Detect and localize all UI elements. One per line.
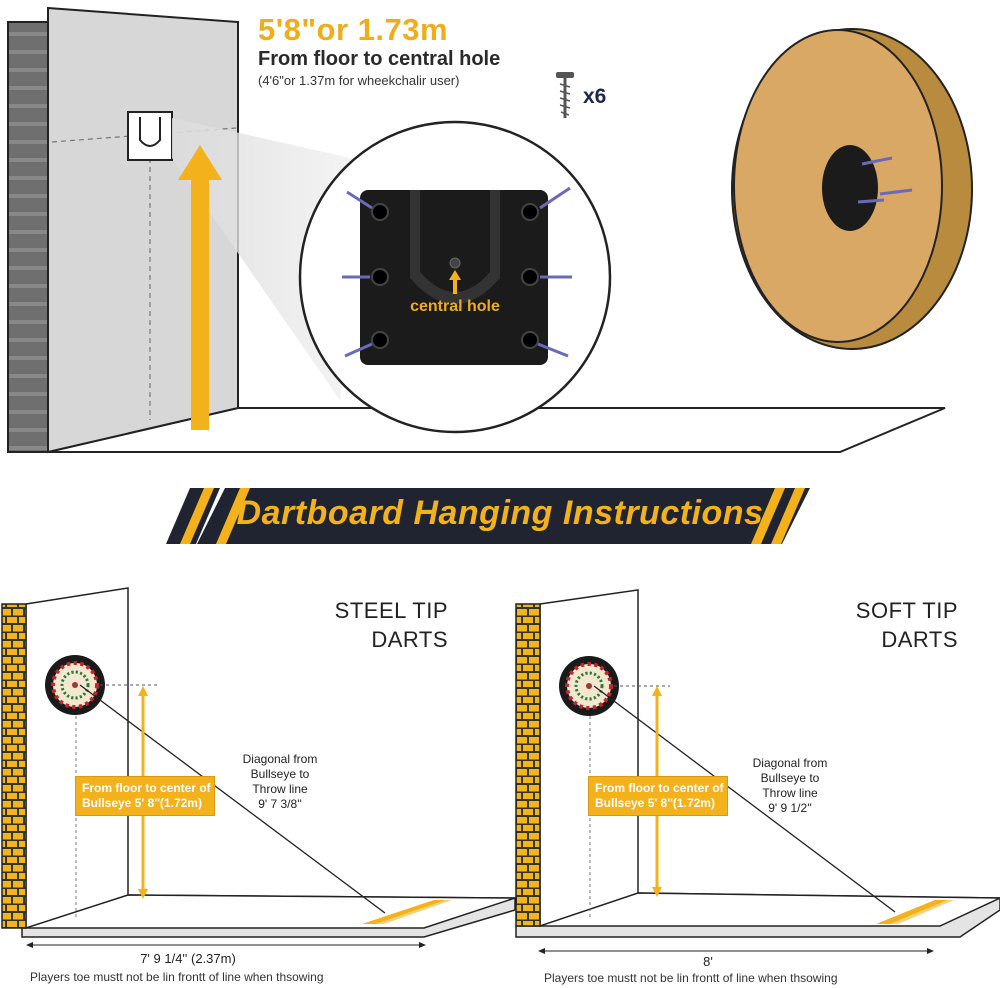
dartboard-steel <box>45 655 105 715</box>
diag-line: Diagonal from <box>752 756 828 770</box>
diag-line: 9' 9 1/2'' <box>768 801 812 815</box>
floor-line: From floor to center of <box>595 781 724 795</box>
soft-tip-type: SOFT TIP DARTS <box>800 596 958 654</box>
type-line: SOFT TIP <box>855 598 958 623</box>
diag-line: Bullseye to <box>250 767 310 781</box>
steel-floor-label: From floor to center of Bullseye 5' 8''(… <box>75 776 215 816</box>
steel-diagonal-label: Diagonal from Bullseye to Throw line 9' … <box>225 752 335 812</box>
steel-tip-scene <box>1 587 516 948</box>
type-line: DARTS <box>371 627 448 652</box>
height-arrow-head <box>178 145 222 180</box>
mount-height: 5'8"or 1.73m <box>258 12 449 47</box>
diag-line: Diagonal from <box>242 752 318 766</box>
diag-line: Bullseye to <box>760 771 820 785</box>
banner-title: Dartboard Hanging Instructions <box>236 494 764 532</box>
type-line: STEEL TIP <box>334 598 448 623</box>
bracket-magnifier <box>298 120 612 434</box>
floor-line: From floor to center of <box>82 781 211 795</box>
type-line: DARTS <box>881 627 958 652</box>
soft-distance: 8' <box>703 954 713 969</box>
steel-tip-type: STEEL TIP DARTS <box>290 596 448 654</box>
title-banner <box>166 488 810 544</box>
diag-line: Throw line <box>762 786 818 800</box>
soft-warning: Players toe mustt not be lin frontt of l… <box>544 971 838 985</box>
steel-distance: 7' 9 1/4'' (2.37m) <box>140 951 236 966</box>
floor-line: Bullseye 5' 8''(1.72m) <box>82 796 202 810</box>
screw-count: x6 <box>583 85 607 108</box>
soft-diagonal-label: Diagonal from Bullseye to Throw line 9' … <box>735 756 845 816</box>
floor-line: Bullseye 5' 8''(1.72m) <box>595 796 715 810</box>
dartboard-back <box>731 28 973 350</box>
screw-icon <box>556 72 574 118</box>
height-arrow-shaft <box>191 176 209 430</box>
wheelchair-note: (4'6"or 1.37m for wheekchalir user) <box>258 73 460 88</box>
diag-line: 9' 7 3/8'' <box>258 797 302 811</box>
steel-warning: Players toe mustt not be lin frontt of l… <box>30 970 324 984</box>
soft-tip-scene <box>515 589 1000 954</box>
dartboard-soft <box>559 656 619 716</box>
diag-line: Throw line <box>252 782 308 796</box>
soft-floor-label: From floor to center of Bullseye 5' 8''(… <box>588 776 728 816</box>
central-hole-label: central hole <box>410 298 500 315</box>
mount-height-subtitle: From floor to central hole <box>258 48 501 70</box>
